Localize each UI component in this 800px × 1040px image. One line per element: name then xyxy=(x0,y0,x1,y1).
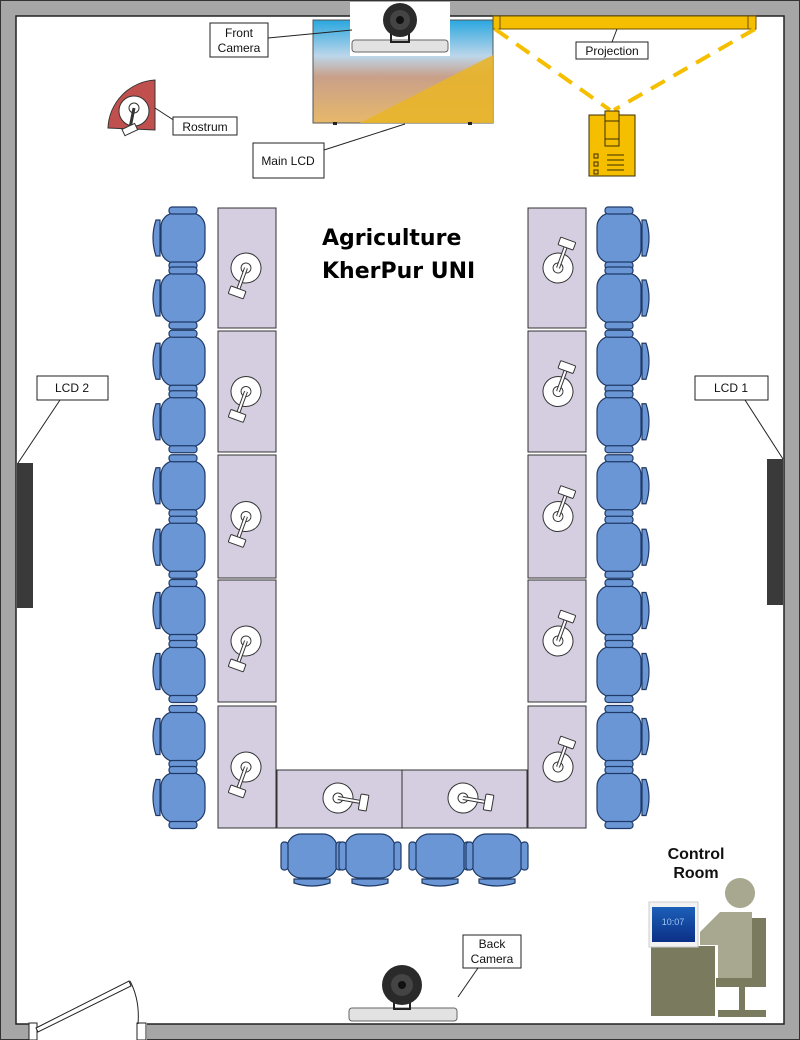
control-room-label-2: Room xyxy=(673,865,718,882)
microphone xyxy=(228,751,262,799)
chair[interactable] xyxy=(152,454,206,518)
projection-label: Projection xyxy=(585,44,638,58)
microphone xyxy=(447,782,495,814)
microphone xyxy=(322,782,370,814)
label-back-camera: Back Camera xyxy=(462,934,522,969)
main-lcd-label: Main LCD xyxy=(261,154,315,168)
chair[interactable] xyxy=(596,765,650,830)
door-opening xyxy=(30,1020,147,1040)
chair[interactable] xyxy=(596,454,650,518)
label-lcd-1: LCD 1 xyxy=(694,375,769,401)
chair[interactable] xyxy=(596,206,650,270)
label-rostrum: Rostrum xyxy=(172,116,238,136)
microphone xyxy=(542,360,576,407)
chair[interactable] xyxy=(596,704,650,769)
rostrum xyxy=(107,79,156,137)
chair[interactable] xyxy=(596,266,650,330)
chair[interactable] xyxy=(596,329,650,393)
chair[interactable] xyxy=(152,515,206,579)
chair[interactable] xyxy=(596,515,650,579)
microphone xyxy=(228,501,262,548)
chair[interactable] xyxy=(338,833,402,887)
control-room: 10:07 xyxy=(648,878,766,1017)
front-camera xyxy=(350,2,450,56)
microphone xyxy=(542,236,576,284)
label-main-lcd: Main LCD xyxy=(252,142,325,179)
chair[interactable] xyxy=(152,578,206,643)
microphone xyxy=(542,735,576,783)
rostrum-label: Rostrum xyxy=(182,120,227,134)
lcd-1-label: LCD 1 xyxy=(714,381,748,395)
room-title-line2: KherPur UNI xyxy=(322,259,475,284)
back-camera-label: Camera xyxy=(471,952,514,966)
microphone xyxy=(228,625,262,673)
lcd-1-screen xyxy=(767,459,783,605)
microphone xyxy=(228,376,262,423)
label-lcd-2: LCD 2 xyxy=(36,375,109,401)
projection-screen xyxy=(492,15,757,112)
chair[interactable] xyxy=(152,704,206,769)
label-front-camera: Front Camera xyxy=(209,22,269,58)
door[interactable] xyxy=(28,980,147,1040)
microphone xyxy=(542,609,576,657)
projector xyxy=(588,110,636,177)
front-camera-label: Camera xyxy=(218,41,261,55)
control-room-label-1: Control xyxy=(668,846,725,863)
lcd-2-label: LCD 2 xyxy=(55,381,89,395)
microphone xyxy=(228,252,262,300)
touch-panel-time: 10:07 xyxy=(662,917,685,927)
chair[interactable] xyxy=(408,833,472,887)
back-camera xyxy=(348,965,458,1022)
front-camera-label: Front xyxy=(225,26,254,40)
chair[interactable] xyxy=(596,578,650,643)
chair[interactable] xyxy=(152,206,206,270)
microphone xyxy=(542,485,576,532)
chair[interactable] xyxy=(465,833,529,887)
room-title-line1: Agriculture xyxy=(322,226,461,251)
main-lcd xyxy=(312,19,494,125)
chair[interactable] xyxy=(152,266,206,330)
chair[interactable] xyxy=(152,765,206,830)
chair[interactable] xyxy=(596,639,650,704)
chair[interactable] xyxy=(152,390,206,454)
callout-lines xyxy=(17,28,784,998)
chair[interactable] xyxy=(152,639,206,704)
lcd-2-screen xyxy=(17,463,33,608)
back-camera-label: Back xyxy=(479,937,507,951)
chair[interactable] xyxy=(596,390,650,454)
label-projection: Projection xyxy=(575,41,649,60)
